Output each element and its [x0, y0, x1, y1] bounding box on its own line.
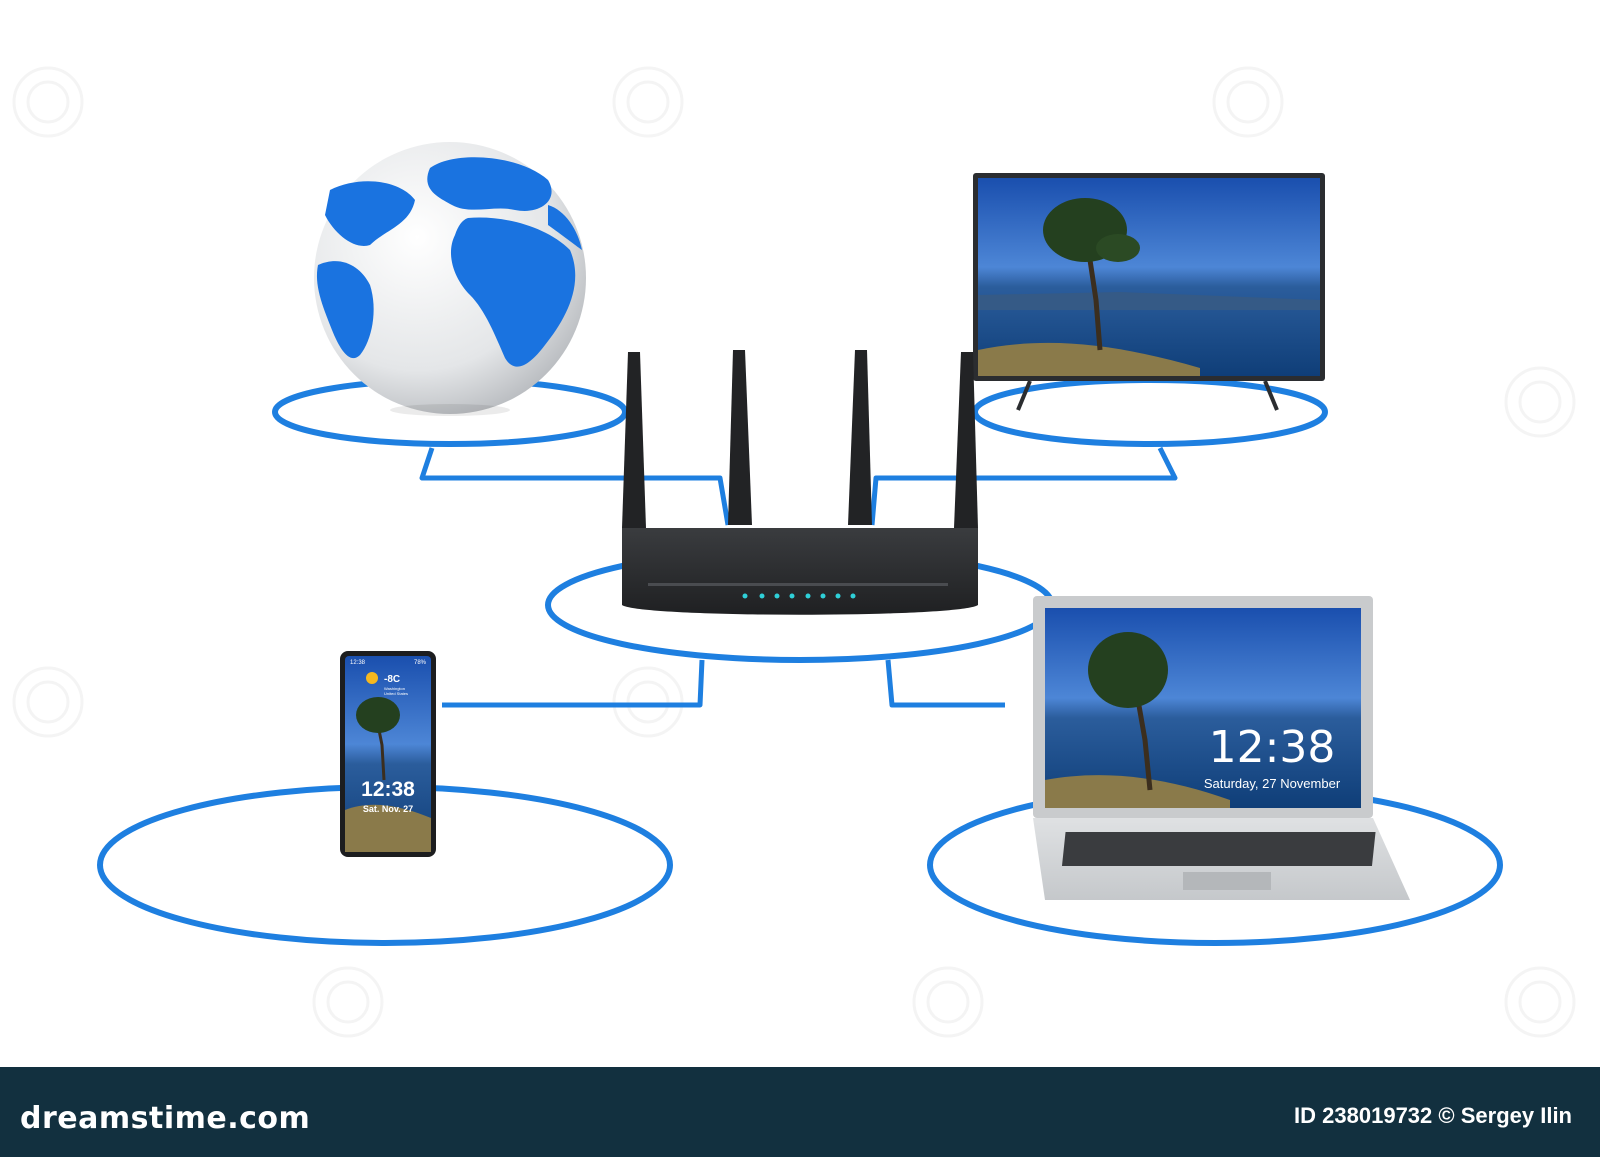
phone-status-battery: 78% — [414, 660, 427, 666]
network-illustration: 12:38 78% -8C Washington United States 1… — [12, 66, 1576, 1038]
stock-footer: dreamstime.com ID 238019732 © Sergey Ili… — [0, 1067, 1600, 1157]
smartphone: 12:38 78% -8C Washington United States 1… — [340, 651, 436, 857]
phone-status-time: 12:38 — [350, 660, 366, 666]
laptop-clock: 12:38 — [1209, 722, 1336, 773]
copyright-author: © Sergey Ilin — [1438, 1103, 1572, 1128]
wifi-router — [622, 350, 978, 615]
phone-location-line2: United States — [384, 691, 408, 696]
phone-location-line1: Washington — [384, 686, 405, 691]
television — [973, 173, 1325, 411]
link-globe-router — [419, 447, 731, 526]
link-phone-router — [442, 659, 705, 708]
earth-globe — [314, 142, 586, 416]
link-laptop-router — [885, 659, 1005, 708]
link-tv-router — [869, 446, 1178, 526]
brand-logo[interactable]: dreamstime.com — [20, 1101, 311, 1136]
phone-date: Sat. Nov. 27 — [363, 804, 413, 814]
laptop: 12:38 Saturday, 27 November — [1033, 596, 1410, 900]
image-credit: ID 238019732 © Sergey Ilin — [1294, 1103, 1572, 1129]
phone-clock: 12:38 — [361, 778, 415, 801]
laptop-date: Saturday, 27 November — [1204, 776, 1341, 791]
phone-temperature: -8C — [384, 674, 400, 685]
watermark-pattern — [12, 66, 1576, 1038]
network-connections — [419, 446, 1178, 708]
image-id: ID 238019732 — [1294, 1103, 1433, 1128]
